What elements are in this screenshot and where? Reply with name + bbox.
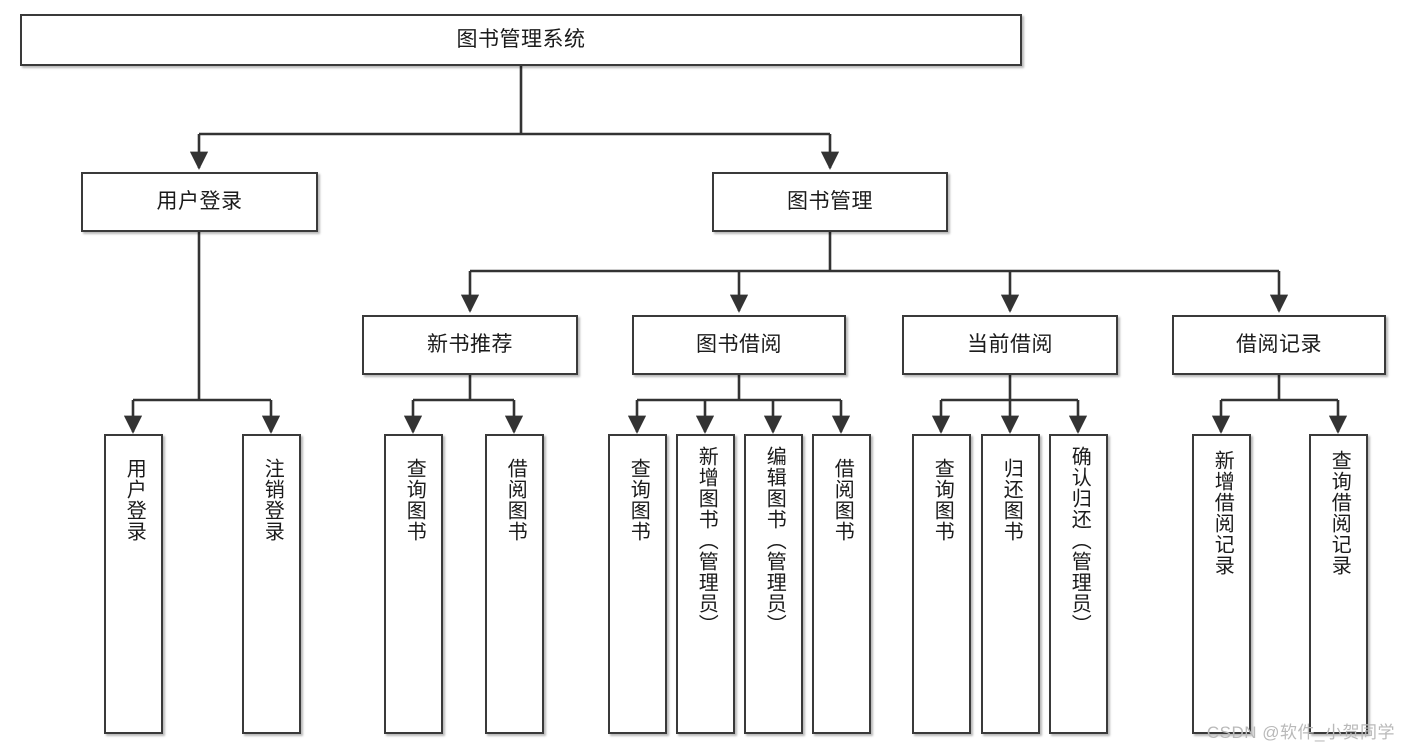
leaf-current-query-book[interactable]: 查询图书 (912, 434, 971, 734)
leaf-borrow-edit-book[interactable]: 编辑图书（管理员） (744, 434, 803, 734)
leaf-record-add[interactable]: 新增借阅记录 (1192, 434, 1251, 734)
node-book-borrow[interactable]: 图书借阅 (632, 315, 846, 375)
leaf-logout[interactable]: 注销登录 (242, 434, 301, 734)
node-borrow-record-label: 借阅记录 (1236, 333, 1322, 357)
node-book-borrow-label: 图书借阅 (696, 333, 782, 357)
leaf-current-return-book[interactable]: 归还图书 (981, 434, 1040, 734)
leaf-record-query-label: 查询借阅记录 (1328, 450, 1351, 576)
leaf-borrow-query-book[interactable]: 查询图书 (608, 434, 667, 734)
node-current-borrow-label: 当前借阅 (967, 333, 1053, 357)
leaf-current-return-book-label: 归还图书 (1000, 458, 1023, 542)
leaf-borrow-lend-book-label: 借阅图书 (831, 458, 854, 542)
node-new-book-recommend-label: 新书推荐 (427, 333, 513, 357)
node-book-management-label: 图书管理 (787, 190, 873, 214)
node-current-borrow[interactable]: 当前借阅 (902, 315, 1118, 375)
node-user-login[interactable]: 用户登录 (81, 172, 318, 232)
leaf-borrow-add-book-label: 新增图书（管理员） (695, 446, 718, 635)
leaf-recommend-query-book-label: 查询图书 (403, 458, 426, 542)
node-new-book-recommend[interactable]: 新书推荐 (362, 315, 578, 375)
leaf-current-confirm-return[interactable]: 确认归还（管理员） (1049, 434, 1108, 734)
node-root[interactable]: 图书管理系统 (20, 14, 1022, 66)
leaf-logout-label: 注销登录 (261, 458, 284, 542)
leaf-current-confirm-return-label: 确认归还（管理员） (1068, 446, 1091, 635)
leaf-borrow-lend-book[interactable]: 借阅图书 (812, 434, 871, 734)
leaf-recommend-borrow-book-label: 借阅图书 (504, 458, 527, 542)
leaf-record-query[interactable]: 查询借阅记录 (1309, 434, 1368, 734)
node-user-login-label: 用户登录 (156, 190, 243, 214)
leaf-borrow-edit-book-label: 编辑图书（管理员） (763, 446, 786, 635)
leaf-borrow-add-book[interactable]: 新增图书（管理员） (676, 434, 735, 734)
leaf-recommend-borrow-book[interactable]: 借阅图书 (485, 434, 544, 734)
leaf-user-login-label: 用户登录 (123, 458, 146, 542)
leaf-current-query-book-label: 查询图书 (931, 458, 954, 542)
leaf-record-add-label: 新增借阅记录 (1211, 450, 1234, 576)
leaf-borrow-query-book-label: 查询图书 (627, 458, 650, 542)
leaf-user-login[interactable]: 用户登录 (104, 434, 163, 734)
node-root-label: 图书管理系统 (456, 28, 586, 52)
node-borrow-record[interactable]: 借阅记录 (1172, 315, 1386, 375)
node-book-management[interactable]: 图书管理 (712, 172, 948, 232)
leaf-recommend-query-book[interactable]: 查询图书 (384, 434, 443, 734)
